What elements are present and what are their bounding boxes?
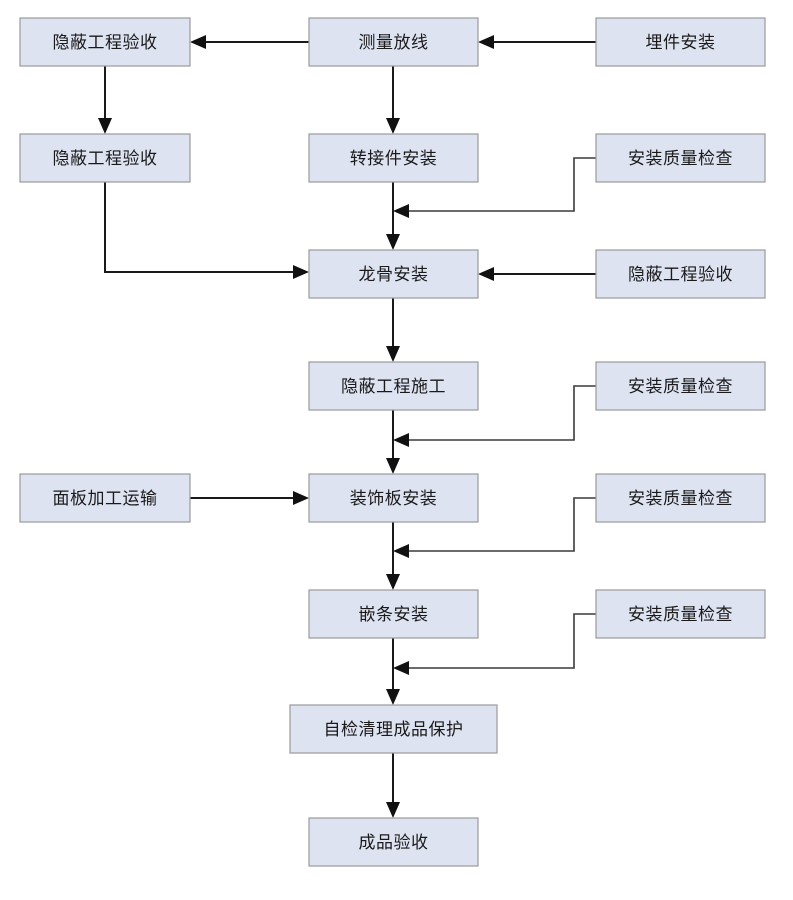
- edge-zhuanjiejian-to-longgu: [386, 182, 400, 250]
- node-yinbi-gongcheng-yanshou-2[interactable]: 隐蔽工程验收: [19, 133, 191, 183]
- node-maijian-anzhuang[interactable]: 埋件安装: [595, 17, 766, 67]
- node-label: 测量放线: [359, 33, 429, 53]
- node-zijian-qingli-chengpin-baohu[interactable]: 自检清理成品保护: [289, 704, 498, 754]
- edge-zhiliang2-to-yinbishigong-flow: [393, 385, 596, 447]
- edge-yinbishigong-to-zhuangshiban: [386, 410, 400, 474]
- edge-mianban-to-zhuangshiban: [190, 491, 309, 505]
- node-label: 成品验收: [359, 833, 429, 853]
- node-label: 安装质量检查: [628, 605, 733, 625]
- node-label: 隐蔽工程验收: [53, 149, 158, 169]
- edge-zhuangshiban-to-qiantiao: [386, 522, 400, 590]
- node-zhuangshiban-anzhuang[interactable]: 装饰板安装: [308, 473, 479, 523]
- node-label: 安装质量检查: [628, 149, 733, 169]
- edge-longgu-to-yinbishigong: [386, 298, 400, 362]
- node-celiang-fangxian[interactable]: 测量放线: [308, 17, 479, 67]
- node-anzhuang-zhiliang-jiancha-4[interactable]: 安装质量检查: [595, 589, 766, 639]
- node-chengpin-yanshou[interactable]: 成品验收: [308, 817, 479, 867]
- node-mianban-jiagong-yunshu[interactable]: 面板加工运输: [19, 473, 191, 523]
- node-label: 自检清理成品保护: [324, 720, 464, 740]
- edge-zhiliang1-to-zhuanjiejian-flow: [393, 157, 596, 218]
- edge-celiang-to-yinbi1: [190, 35, 309, 49]
- edge-celiang-to-zhuanjiejian: [386, 66, 400, 134]
- node-label: 埋件安装: [646, 33, 716, 53]
- node-label: 安装质量检查: [628, 377, 733, 397]
- node-label: 隐蔽工程验收: [53, 33, 158, 53]
- node-label: 隐蔽工程施工: [341, 377, 446, 397]
- edge-zhiliang3-to-zhuangshiban-flow: [393, 497, 596, 558]
- edge-zijian-to-chengpin: [386, 753, 400, 818]
- node-label: 安装质量检查: [628, 489, 733, 509]
- node-label: 转接件安装: [350, 149, 438, 169]
- edge-qiantiao-to-zijian: [386, 638, 400, 705]
- node-anzhuang-zhiliang-jiancha-1[interactable]: 安装质量检查: [595, 133, 766, 183]
- node-yinbi-gongcheng-yanshou-1[interactable]: 隐蔽工程验收: [19, 17, 191, 67]
- node-label: 面板加工运输: [53, 489, 158, 509]
- node-layer: 隐蔽工程验收 测量放线 埋件安装 隐蔽工程验收 转接件安装 安装质量检查: [19, 17, 766, 867]
- node-longgu-anzhuang[interactable]: 龙骨安装: [308, 249, 479, 299]
- edge-yinbi1-to-yinbi2: [98, 66, 112, 134]
- edge-yinbi3-to-longgu: [478, 267, 596, 281]
- node-label: 嵌条安装: [359, 605, 429, 625]
- node-yinbi-gongcheng-yanshou-3[interactable]: 隐蔽工程验收: [595, 249, 766, 299]
- node-label: 龙骨安装: [359, 265, 429, 285]
- edge-zhiliang4-to-qiantiao-flow: [393, 613, 596, 675]
- edge-layer: [98, 35, 765, 818]
- node-yinbi-gongcheng-shigong[interactable]: 隐蔽工程施工: [308, 361, 479, 411]
- edge-yinbi2-to-longgu: [104, 182, 309, 279]
- node-zhuanjiejian-anzhuang[interactable]: 转接件安装: [308, 133, 479, 183]
- node-anzhuang-zhiliang-jiancha-2[interactable]: 安装质量检查: [595, 361, 766, 411]
- node-qiantiao-anzhuang[interactable]: 嵌条安装: [308, 589, 479, 639]
- node-anzhuang-zhiliang-jiancha-3[interactable]: 安装质量检查: [595, 473, 766, 523]
- node-label: 装饰板安装: [350, 489, 438, 509]
- node-label: 隐蔽工程验收: [628, 265, 733, 285]
